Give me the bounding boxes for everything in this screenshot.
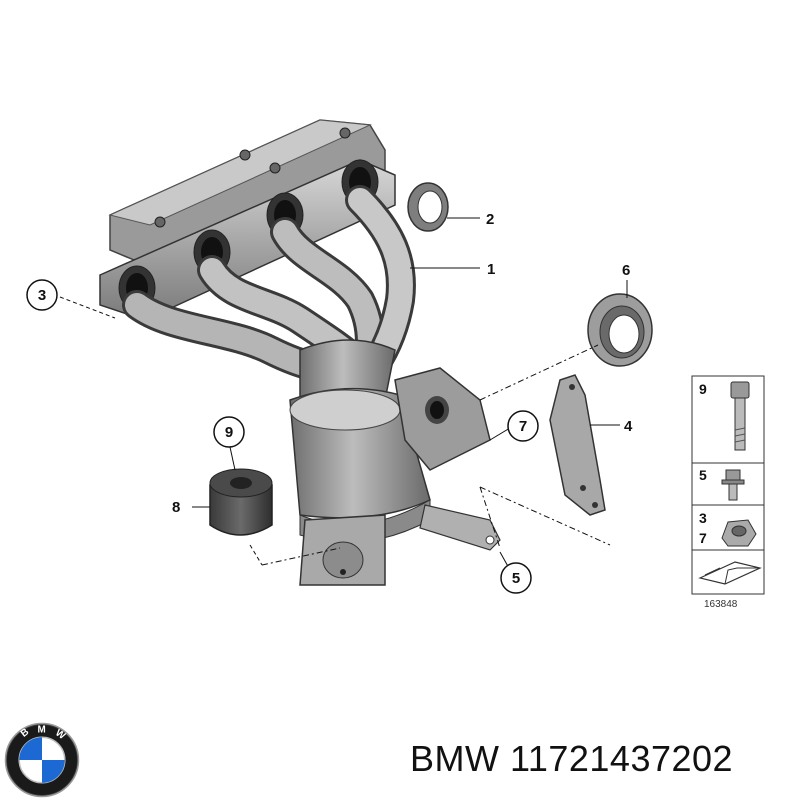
catalytic-converter	[289, 367, 501, 586]
callout-5: 5	[500, 562, 532, 594]
svg-text:5: 5	[512, 570, 520, 587]
bmw-logo-icon: B M W	[4, 722, 80, 798]
svg-text:9: 9	[225, 424, 233, 441]
sealing-ring-6	[587, 293, 653, 367]
label-1: 1	[487, 261, 495, 278]
diagram-id: 163848	[704, 599, 738, 610]
legend-row-3b-num: 7	[699, 530, 707, 546]
label-8: 8	[172, 499, 180, 516]
leader-lines	[59, 217, 628, 571]
fastener-legend: 9 5 3 7 163848	[691, 375, 765, 610]
svg-text:M: M	[37, 725, 45, 736]
label-2: 2	[486, 211, 494, 228]
callout-7: 7	[507, 410, 539, 442]
part-number-caption: BMW 11721437202	[410, 738, 734, 779]
label-4: 4	[624, 418, 633, 435]
legend-row-2-num: 5	[699, 467, 707, 483]
bracket-4	[549, 374, 606, 516]
stud-bolt-icon	[721, 469, 745, 501]
rubber-mount-8	[209, 468, 273, 536]
label-6: 6	[622, 262, 630, 279]
bolt-icon	[730, 381, 750, 451]
direction-arrow-icon	[698, 561, 762, 585]
gasket-2	[407, 182, 449, 232]
callout-9: 9	[213, 416, 245, 448]
svg-text:7: 7	[519, 418, 527, 435]
legend-row-1-num: 9	[699, 381, 707, 397]
nut-icon	[721, 519, 757, 547]
svg-text:3: 3	[38, 287, 46, 304]
callout-3: 3	[26, 279, 58, 311]
legend-row-3a-num: 3	[699, 510, 707, 526]
